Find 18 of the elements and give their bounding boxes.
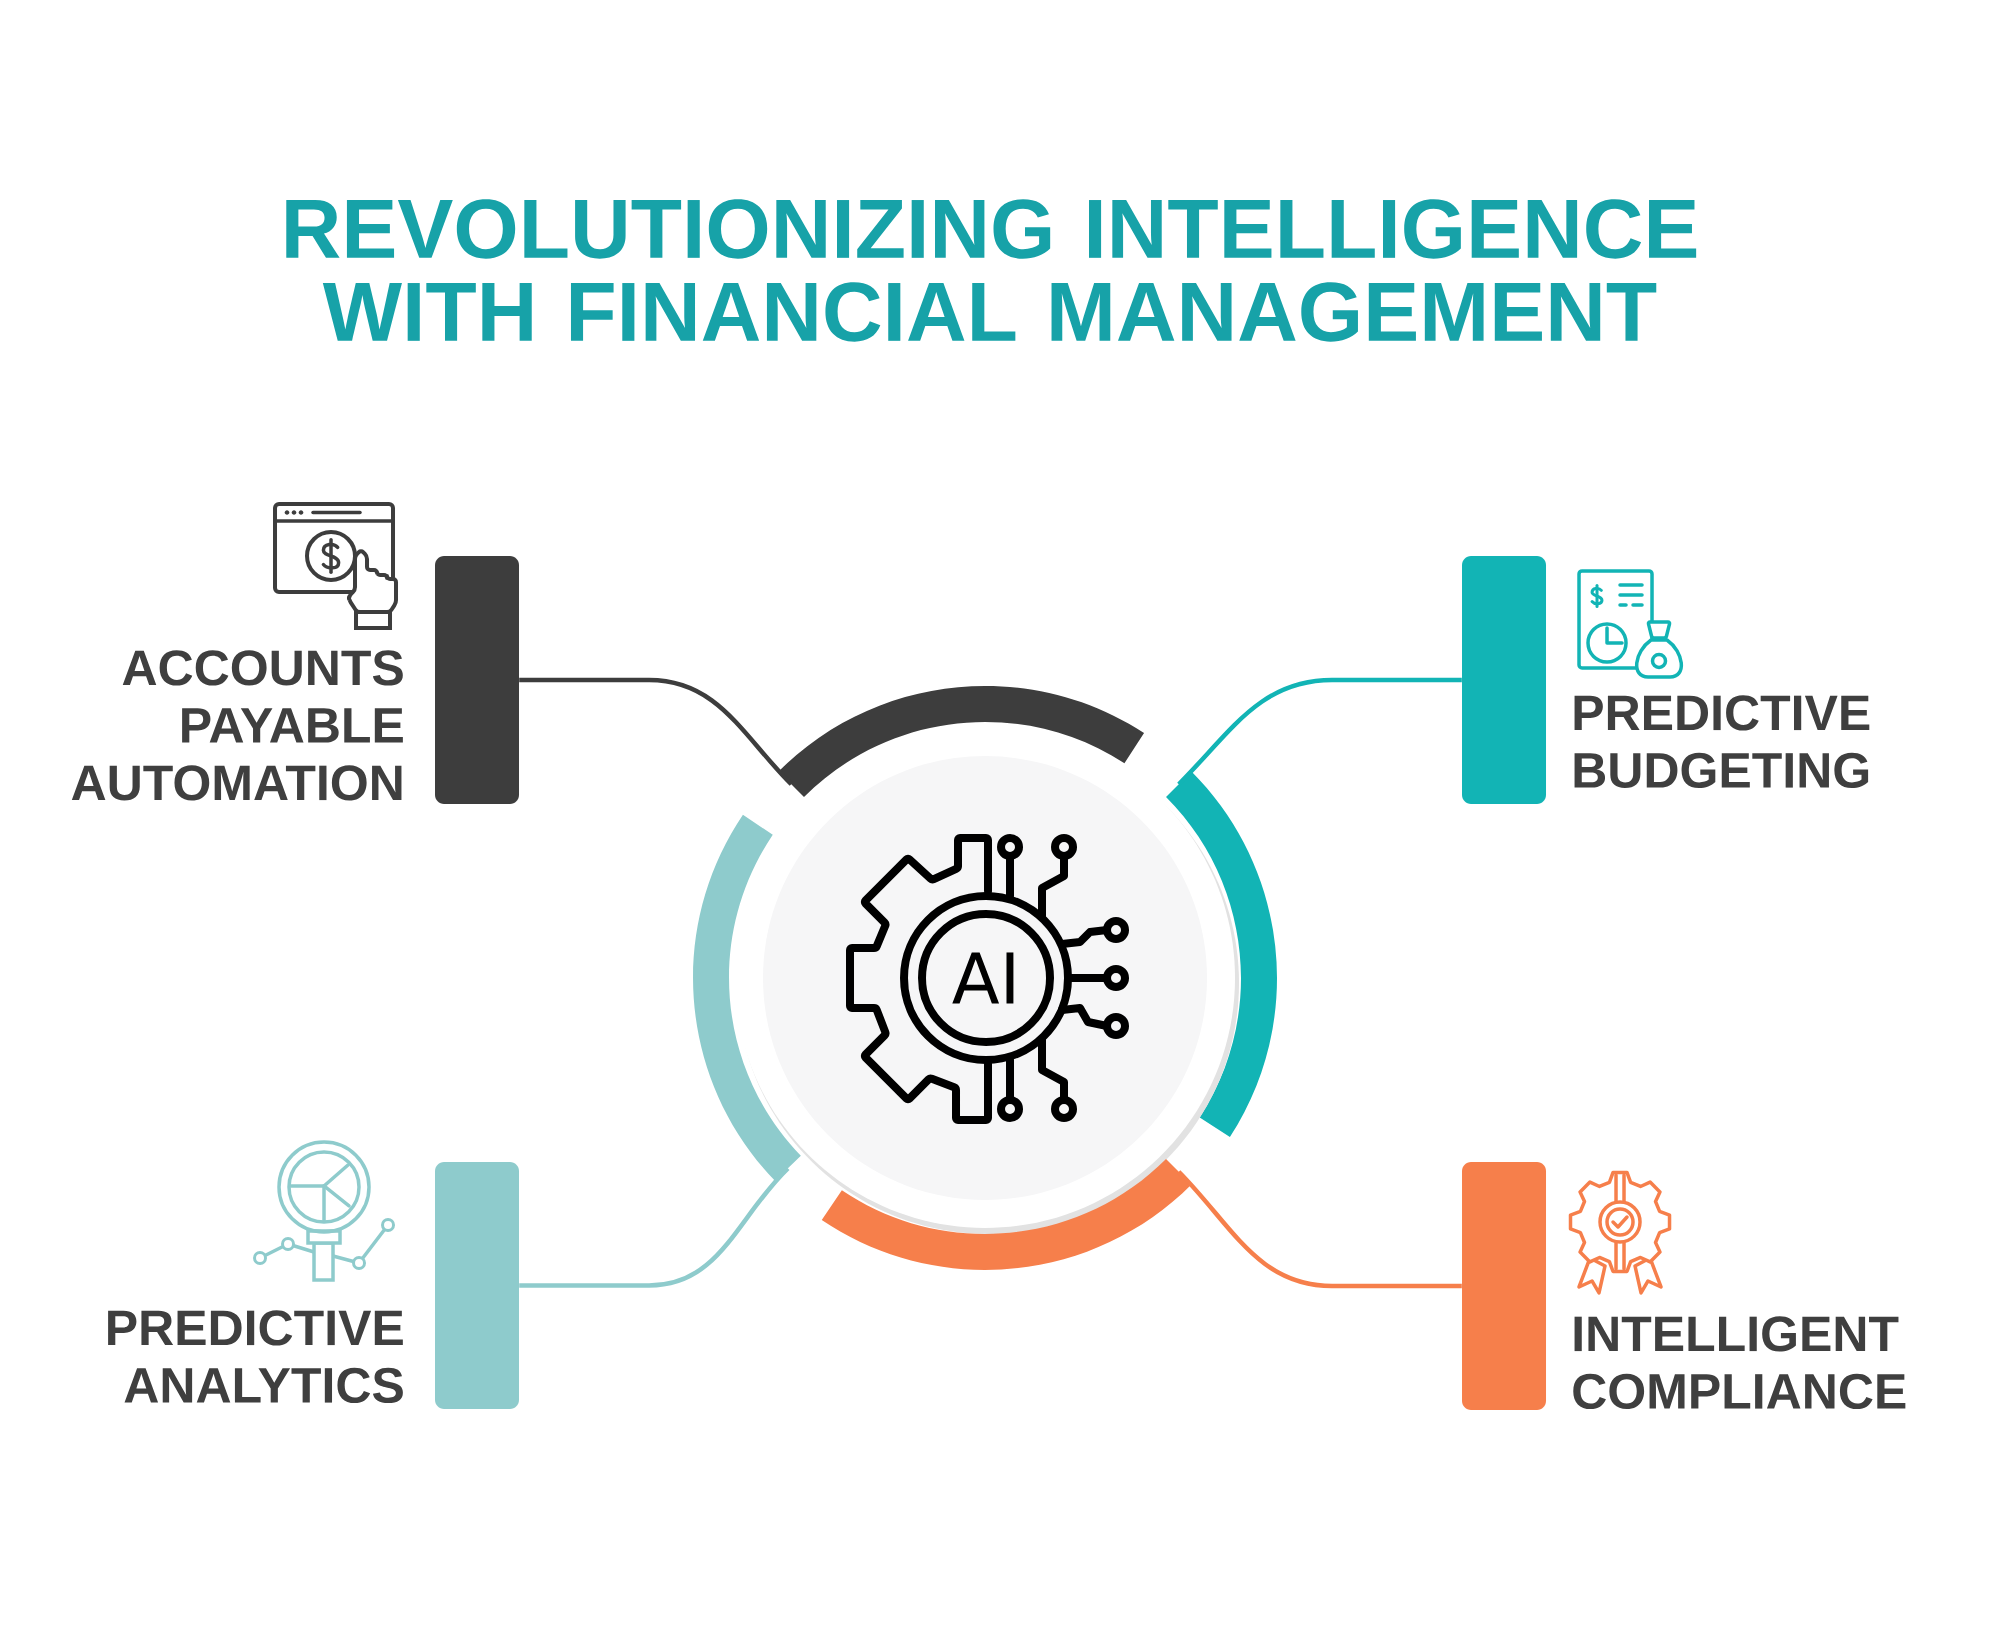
- vertical-bar: [435, 1162, 519, 1409]
- vertical-bar: [435, 556, 519, 804]
- item-label: PREDICTIVE ANALYTICS: [108, 1310, 403, 1404]
- item-label: PREDICTIVE BUDGETING: [1574, 695, 1870, 789]
- connector-line: [519, 677, 793, 786]
- ring-segment: [693, 814, 801, 1181]
- ring-segment: [821, 1159, 1192, 1270]
- connector-line: [519, 1166, 790, 1288]
- ring-segment: [1166, 771, 1277, 1137]
- title: REVOLUTIONIZING INTELLIGENCE WITH FINANCIAL MANAGEMENT: [286, 199, 1697, 342]
- item-label: INTELLIGENT COMPLIANCE: [1573, 1316, 1906, 1410]
- icon-text: AI: [952, 952, 1014, 1004]
- ring-segment: [778, 686, 1145, 797]
- connector-line: [1177, 677, 1462, 786]
- vertical-bar: [1462, 1162, 1546, 1410]
- vertical-bar: [1462, 556, 1546, 804]
- connector-line: [1177, 1170, 1462, 1289]
- item-label: ACCOUNTS PAYABLE AUTOMATION: [71, 650, 403, 801]
